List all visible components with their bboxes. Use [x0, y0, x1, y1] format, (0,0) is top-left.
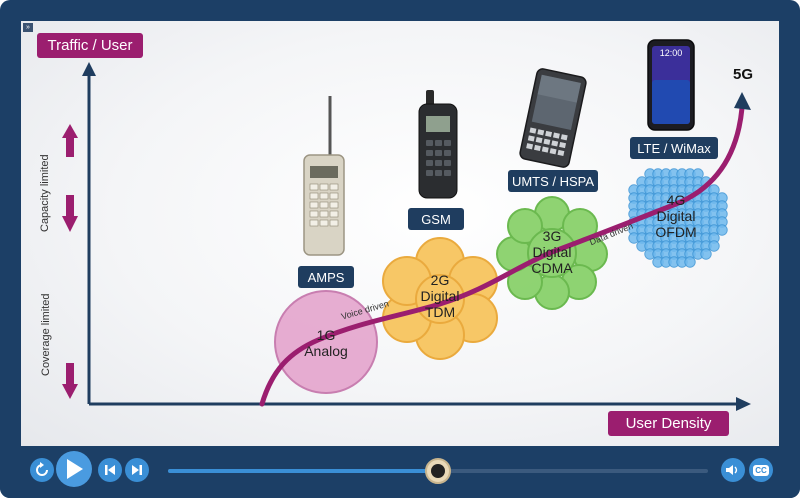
replay-icon	[36, 462, 48, 476]
gen-4g-name: 4G	[666, 192, 686, 208]
gen-3g-name: 3G	[542, 228, 562, 244]
umts-smartphone-icon	[519, 68, 587, 168]
y-axis-label: Traffic / User	[37, 33, 143, 58]
bubble-4g-dot	[684, 256, 696, 268]
x-axis-arrowhead	[736, 397, 751, 411]
bubble-1g	[274, 290, 378, 394]
coverage-down-arrow-icon	[62, 363, 78, 399]
capacity-down-arrow-icon	[62, 195, 78, 232]
5g-label: 5G	[733, 66, 754, 83]
capacity-limited-label: Capacity limited	[39, 154, 51, 232]
next-button[interactable]	[125, 458, 149, 482]
skip-back-icon	[105, 465, 115, 475]
device-label-umts: UMTS / HSPA	[508, 170, 598, 192]
y-axis-arrowhead	[82, 62, 96, 76]
gen-1g-name: 1G	[316, 327, 336, 343]
gen-4g-tech: OFDM	[655, 224, 697, 240]
generation-2g-label: 2G Digital TDM	[404, 272, 476, 320]
device-label-lte: LTE / WiMax	[630, 137, 718, 159]
device-label-amps: AMPS	[298, 266, 354, 288]
bubble-4g-dot	[708, 240, 720, 252]
previous-button[interactable]	[98, 458, 122, 482]
bubble-4g-dot	[700, 248, 712, 260]
gen-2g-name: 2G	[430, 272, 450, 288]
generation-1g-label: 1G Analog	[292, 327, 360, 359]
progress-knob-center	[431, 464, 445, 478]
gen-3g-tech: CDMA	[531, 260, 573, 276]
coverage-limited-label: Coverage limited	[40, 293, 52, 376]
generation-3g-label: 3G Digital CDMA	[516, 228, 588, 276]
bubble-4g-dot	[716, 224, 728, 236]
play-icon	[67, 459, 83, 479]
bubble-2g	[382, 237, 498, 360]
progress-fill	[168, 469, 438, 473]
amps-phone-icon	[303, 96, 345, 256]
replay-button[interactable]	[30, 458, 54, 482]
cc-icon: CC	[753, 464, 769, 476]
gen-1g-tech: Analog	[304, 343, 348, 359]
capacity-up-arrow-icon	[62, 124, 78, 157]
growth-curve	[259, 105, 745, 407]
lte-smartphone-icon	[647, 39, 695, 131]
progress-track[interactable]	[168, 458, 708, 484]
device-label-gsm: GSM	[408, 208, 464, 230]
speaker-icon	[726, 465, 738, 475]
gen-2g-type: Digital	[420, 288, 460, 304]
play-button[interactable]	[56, 451, 92, 487]
gsm-phone-icon	[418, 90, 458, 199]
volume-button[interactable]	[721, 458, 745, 482]
closed-captions-button[interactable]: CC	[749, 458, 773, 482]
generation-4g-label: 4G Digital OFDM	[640, 192, 712, 240]
gen-4g-type: Digital	[656, 208, 696, 224]
skip-forward-icon	[132, 465, 142, 475]
progress-knob[interactable]	[425, 458, 451, 484]
x-axis-label: User Density	[608, 411, 729, 436]
gen-2g-tech: TDM	[424, 304, 456, 320]
expand-toggle-button[interactable]: »	[23, 23, 33, 32]
growth-curve-arrowhead	[734, 92, 751, 110]
phone-clock: 12:00	[659, 48, 683, 58]
player-control-bar: CC	[0, 446, 800, 498]
gen-3g-type: Digital	[532, 244, 572, 260]
bubble-3g	[496, 196, 608, 310]
